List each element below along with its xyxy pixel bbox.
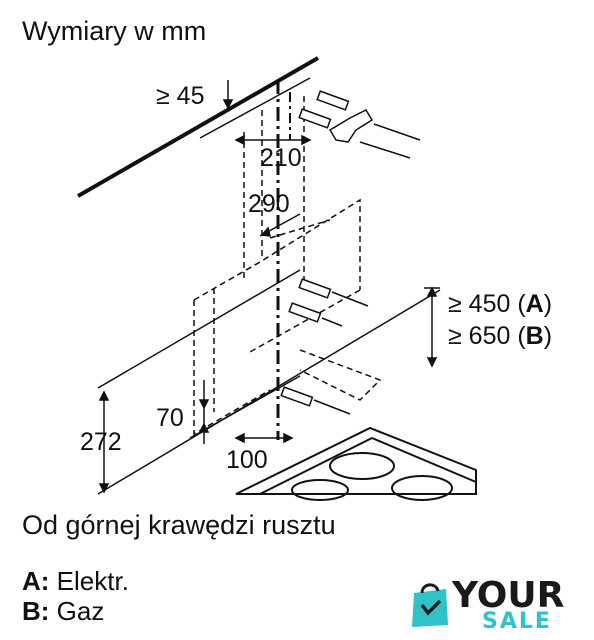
legend-b: B: Gaz <box>22 596 105 626</box>
dim-70-label: 70 <box>156 404 184 432</box>
dim-gap-b-label: ≥ 650 (B) <box>448 322 552 350</box>
dim-100 <box>234 432 294 444</box>
dim-top-clearance-label: ≥ 45 <box>156 82 204 110</box>
shopping-bag-icon <box>412 583 448 627</box>
dim-top-clearance <box>222 80 234 110</box>
screw-set-middle <box>288 278 369 327</box>
logo-word-your: YOUR <box>452 575 565 616</box>
screw-set-top <box>298 90 421 159</box>
cooktop <box>235 426 477 501</box>
dim-290-label: 290 <box>248 190 290 218</box>
dim-272-label: 272 <box>80 428 122 456</box>
dim-290 <box>259 213 301 237</box>
dim-gap-a-label: ≥ 450 (A) <box>448 290 552 318</box>
dim-210 <box>234 134 312 146</box>
screw-set-bottom <box>280 386 351 415</box>
brand-logo: YOUR SALE <box>408 573 578 635</box>
legend-a: A: Elektr. <box>22 566 129 596</box>
page-title: Wymiary w mm <box>22 16 207 46</box>
logo-word-sale: SALE <box>482 609 552 634</box>
hood-outline <box>193 96 382 436</box>
installation-diagram: ≥ 45 210 290 ≥ 450 (A) ≥ 650 (B) 70 272 <box>77 56 552 501</box>
dim-70 <box>198 380 210 444</box>
reference-lines <box>97 77 441 495</box>
dim-100-label: 100 <box>226 446 268 474</box>
caption: Od górnej krawędzi rusztu <box>22 510 336 540</box>
dim-hood-height <box>424 286 440 368</box>
dim-210-label: 210 <box>260 144 302 172</box>
ceiling-line <box>77 56 319 198</box>
dim-272 <box>98 390 110 494</box>
